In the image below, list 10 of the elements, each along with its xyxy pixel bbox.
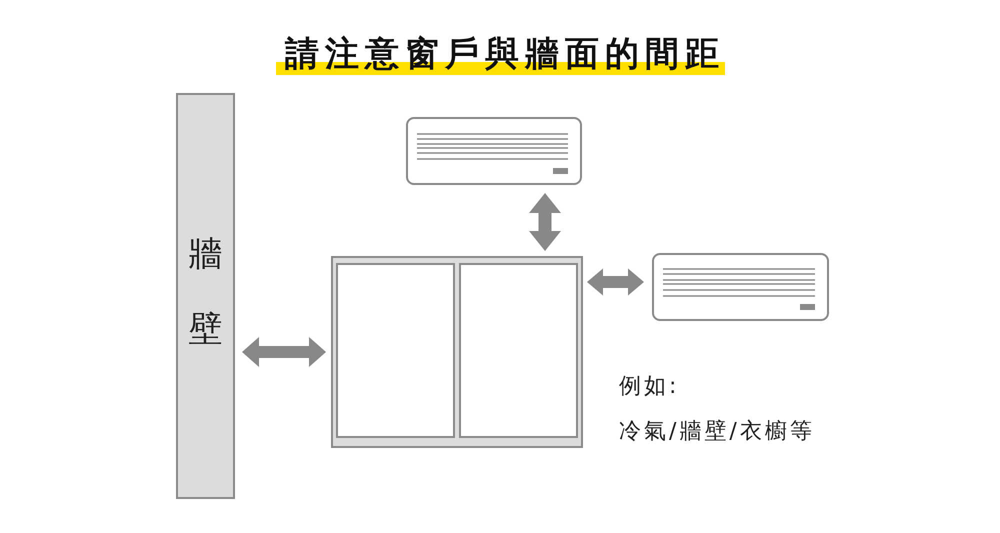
wall-label: 牆壁 [188,233,224,351]
double-arrow [529,193,561,251]
wall-panel [176,93,235,499]
window-drawing [331,256,583,448]
note-text: 冷氣/牆壁/衣櫥等 [619,418,815,446]
air-conditioner-drawing [652,253,829,321]
note-text: 例如: [619,373,680,401]
double-arrow [587,268,644,296]
air-conditioner-drawing [406,117,582,185]
double-arrow [242,337,326,367]
